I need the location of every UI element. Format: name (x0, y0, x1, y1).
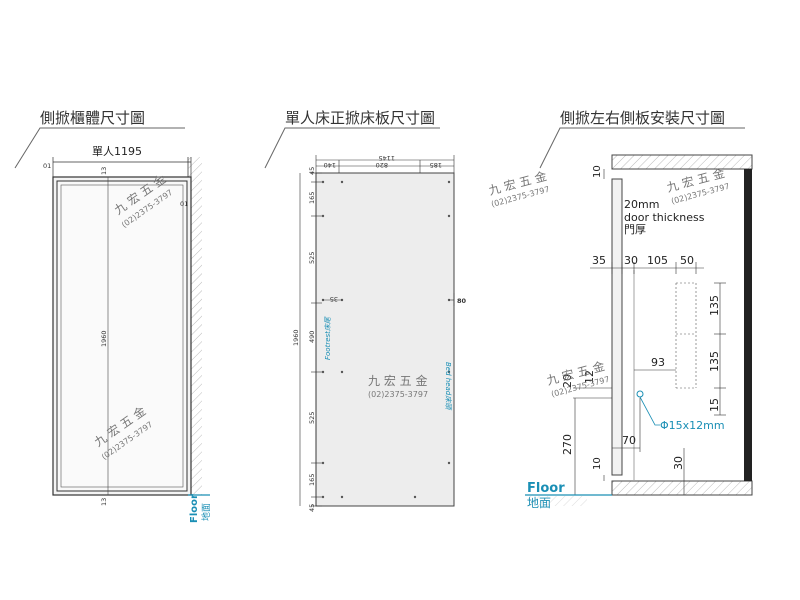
side-bottom-wall (611, 480, 753, 496)
cabinet-left-gap: 01 (43, 162, 51, 170)
side-floor-en: Floor (527, 481, 565, 496)
bed-side-seg-2: 525 (308, 252, 316, 264)
bed-top-right: 185 (430, 161, 442, 169)
side-dim-50: 50 (680, 254, 694, 267)
bed-panel-drawing: 1145 140 820 185 45 165 525 490 525 165 … (292, 154, 467, 512)
bed-watermark: 九 宏 五 金 (368, 373, 427, 388)
title-leaders (14, 127, 745, 169)
cabinet-floor-zh: 地面 (200, 503, 212, 521)
door-thickness-3: 門厚 (624, 223, 646, 236)
bed-side-seg-4: 525 (308, 412, 316, 424)
side-dim-20: 20 (561, 374, 574, 388)
bed-panel-title: 單人床正掀床板尺寸圖 (285, 109, 436, 127)
side-dim-135b: 135 (708, 351, 721, 372)
side-panel-title: 側掀左右側板安裝尺寸圖 (560, 109, 726, 127)
cabinet-floor-en: Floor (189, 494, 200, 523)
bed-top-total: 1145 (378, 154, 395, 162)
bed-right-offset: 80 (457, 297, 467, 305)
door-thickness-2: door thickness (624, 211, 705, 224)
cabinet-top-dim: 13 (100, 167, 108, 175)
bed-top-left: 140 (324, 161, 336, 169)
cabinet-height-dim: 1960 (100, 330, 108, 347)
footrest-label: Footrest床尾 (324, 316, 332, 360)
side-dim-70: 70 (622, 434, 636, 447)
side-panel-plate (611, 178, 623, 476)
bed-inner-offset: 35 (330, 295, 338, 303)
side-right-wall (744, 169, 752, 481)
side-dim-12: 12 (583, 370, 596, 384)
cabinet-title: 側掀櫃體尺寸圖 (40, 109, 146, 127)
side-dim-10b: 10 (592, 457, 603, 470)
hole-label: Φ15x12mm (660, 419, 725, 432)
side-top-wall (611, 154, 753, 170)
door-thickness-1: 20mm (624, 198, 659, 211)
bedhead-label: Bed head床頭 (444, 362, 452, 411)
cabinet-bottom-dim: 13 (100, 498, 108, 506)
cabinet-drawing: 單人1195 01 01 13 1960 13 九 宏 五 金 (02)2375… (43, 145, 212, 523)
side-dim-135a: 135 (708, 295, 721, 316)
bed-panel-board (315, 172, 455, 507)
bed-top-mid: 820 (376, 161, 388, 169)
bed-side-seg-5: 165 (308, 474, 316, 486)
bed-side-seg-3: 490 (308, 331, 316, 343)
cabinet-opening (60, 184, 184, 488)
side-dim-105: 105 (647, 254, 668, 267)
bed-watermark-phone: (02)2375-3797 (368, 390, 428, 399)
bed-side-seg-1: 165 (308, 192, 316, 204)
bed-side-seg-6: 45 (308, 504, 316, 512)
side-dim-35: 35 (592, 254, 606, 267)
bed-side-seg-0: 45 (308, 167, 316, 175)
side-dim-93: 93 (651, 356, 665, 369)
cabinet-width-label: 單人1195 (92, 145, 142, 158)
side-dim-top: 10 (592, 165, 603, 178)
cabinet-right-gap: 01 (180, 200, 188, 208)
bed-side-total: 1960 (292, 329, 300, 346)
side-dim-270: 270 (561, 434, 574, 455)
side-dim-30b: 30 (672, 456, 685, 470)
side-dim-30: 30 (624, 254, 638, 267)
side-panel-drawing: 10 20mm door thickness 門厚 35 30 105 50 (487, 154, 753, 510)
side-dim-15: 15 (708, 398, 721, 412)
mounting-hole (636, 390, 644, 398)
